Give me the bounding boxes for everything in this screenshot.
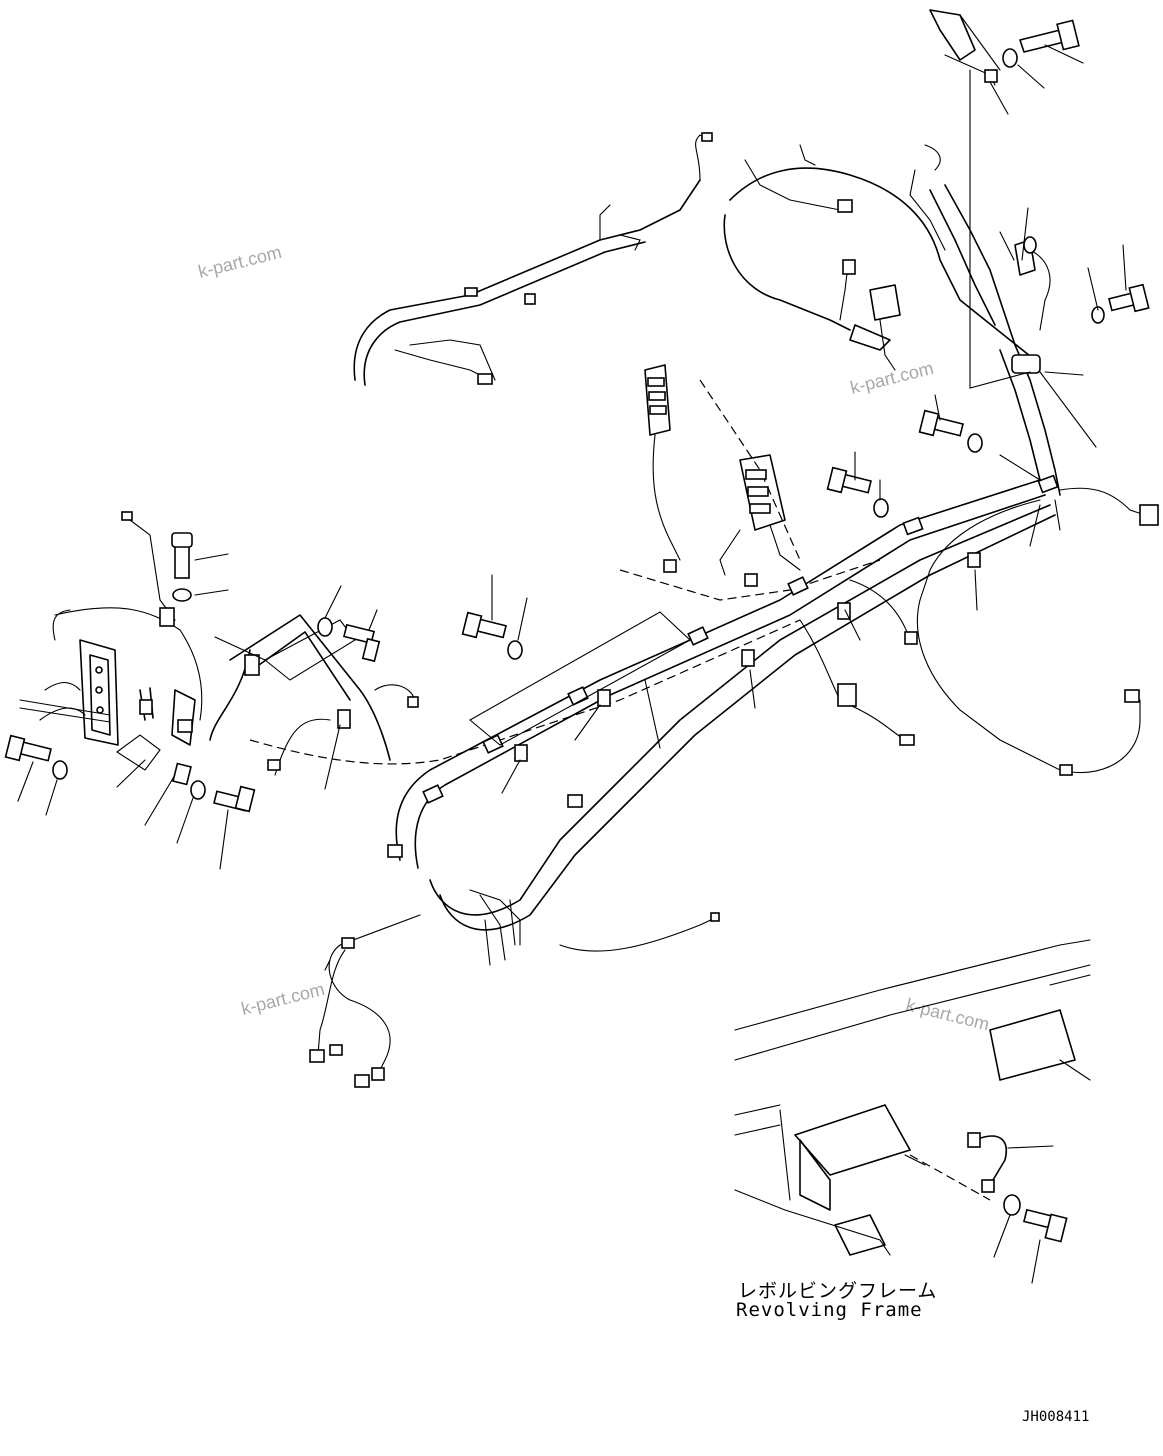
clamps bbox=[244, 354, 1059, 858]
bottom-left-harness bbox=[309, 889, 720, 1088]
watermark-1: k-part.com bbox=[196, 242, 283, 282]
watermark-2: k-part.com bbox=[848, 358, 935, 398]
upper-middle-harness bbox=[723, 144, 1051, 361]
revolving-frame-inset bbox=[734, 939, 1091, 1284]
inset-label-english: Revolving Frame bbox=[736, 1299, 923, 1321]
left-harness-bundle bbox=[19, 614, 419, 776]
relay-block-middle bbox=[719, 454, 801, 587]
drawing-number: JH008411 bbox=[1022, 1409, 1090, 1425]
leader-lines bbox=[17, 14, 1127, 870]
watermark-3: k-part.com bbox=[239, 979, 326, 1019]
controller-bracket bbox=[39, 511, 203, 746]
connector-block-upper-right bbox=[839, 259, 901, 371]
inset-label-japanese: レボルビングフレーム bbox=[738, 1280, 938, 1302]
upper-left-harness bbox=[353, 132, 713, 386]
relay-block-upper bbox=[644, 364, 681, 573]
bolts-and-washers bbox=[4, 9, 1150, 813]
right-harness bbox=[799, 344, 1159, 776]
main-harness-trunk bbox=[249, 379, 1056, 931]
